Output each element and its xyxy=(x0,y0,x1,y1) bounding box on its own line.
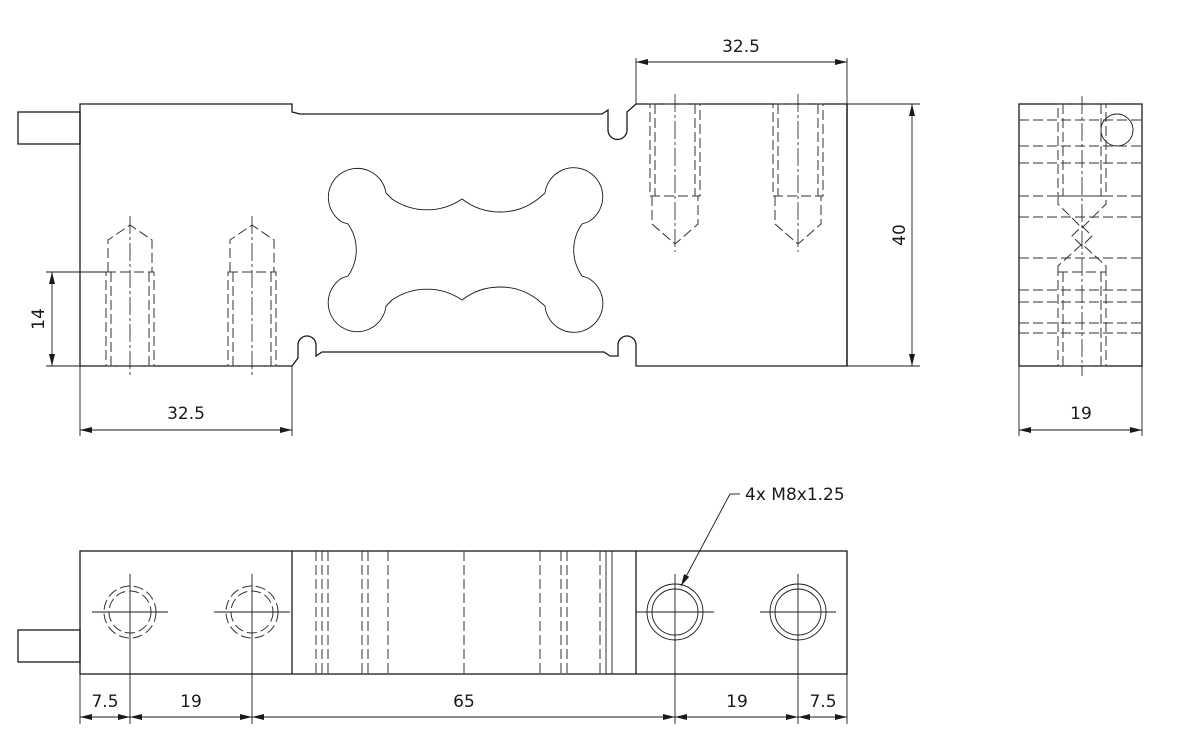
dim-height-40: 40 xyxy=(847,103,920,367)
front-view: 32.5 40 14 32.5 xyxy=(17,37,920,436)
cable-stub xyxy=(17,111,81,145)
front-view-outline xyxy=(79,103,848,367)
side-view-outline xyxy=(1018,103,1143,367)
dim-label-thread-depth-14: 14 xyxy=(29,308,49,330)
side-view: 19 xyxy=(1018,96,1143,436)
dim-chain-bottom: 7.5 19 65 19 7.5 xyxy=(79,650,848,724)
dim-label-center-span: 65 xyxy=(453,692,475,712)
plan-hidden-holes xyxy=(92,574,290,650)
dim-label-height-40: 40 xyxy=(890,224,910,246)
left-threaded-holes xyxy=(105,216,277,376)
dim-label-offset-right: 7.5 xyxy=(809,692,836,712)
dim-top-32-5: 32.5 xyxy=(635,37,848,104)
thread-spec-label: 4x M8x1.25 xyxy=(745,485,845,505)
thread-callout: 4x M8x1.25 xyxy=(680,485,845,587)
plan-visible-holes xyxy=(636,574,836,650)
dim-label-side-19: 19 xyxy=(1070,404,1092,424)
cable-stub-plan xyxy=(17,629,81,663)
right-threaded-holes xyxy=(649,94,824,252)
dim-side-19: 19 xyxy=(1018,366,1143,436)
dim-label-top-32-5: 32.5 xyxy=(722,37,760,57)
dim-label-bottom-32-5: 32.5 xyxy=(167,404,205,424)
dim-bottom-32-5: 32.5 xyxy=(79,366,293,436)
sensing-cutout xyxy=(327,167,604,333)
dim-thread-depth-14: 14 xyxy=(29,271,106,367)
plan-view: 4x M8x1.25 7.5 19 65 19 7.5 xyxy=(17,485,848,724)
dim-label-offset-left: 7.5 xyxy=(91,692,118,712)
dim-label-spacing-left: 19 xyxy=(180,692,202,712)
dim-label-spacing-right: 19 xyxy=(726,692,748,712)
